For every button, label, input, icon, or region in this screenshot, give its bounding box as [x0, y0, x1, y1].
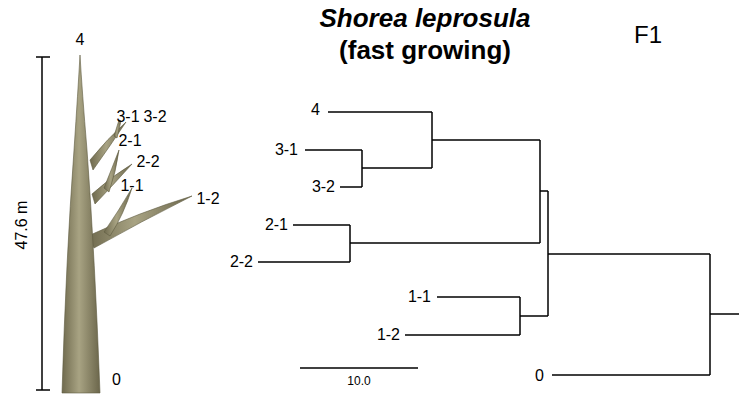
tree-part-label: 2-1 [118, 132, 141, 150]
leaf-label: 1-2 [377, 326, 400, 344]
leaf-label: 0 [535, 367, 544, 385]
dimension-label: 47.6 m [13, 201, 31, 250]
scale-value: 10.0 [347, 375, 370, 388]
tree-part-label: 0 [112, 371, 121, 389]
tree-part-label: 1-2 [196, 190, 219, 208]
scale-bar [300, 367, 418, 369]
dendrogram [258, 112, 739, 375]
tree-part-label: 3-2 [143, 108, 166, 126]
height-bar [36, 57, 50, 390]
leaf-label: 2-1 [265, 216, 288, 234]
panel-label: F1 [634, 22, 662, 48]
subtitle: (fast growing) [339, 36, 511, 65]
tree-part-label: 3-1 [116, 108, 139, 126]
leaf-label: 3-1 [275, 141, 298, 159]
leaf-label: 2-2 [230, 253, 253, 271]
leaf-label: 1-1 [408, 288, 431, 306]
tree-part-label: 1-1 [120, 177, 143, 195]
leaf-label: 4 [311, 101, 320, 119]
tree-part-label: 2-2 [136, 153, 159, 171]
figure-title: Shorea leprosula [320, 4, 531, 33]
tree-part-label: 4 [76, 31, 85, 49]
tree-illustration [62, 55, 192, 393]
leaf-label: 3-2 [312, 178, 335, 196]
